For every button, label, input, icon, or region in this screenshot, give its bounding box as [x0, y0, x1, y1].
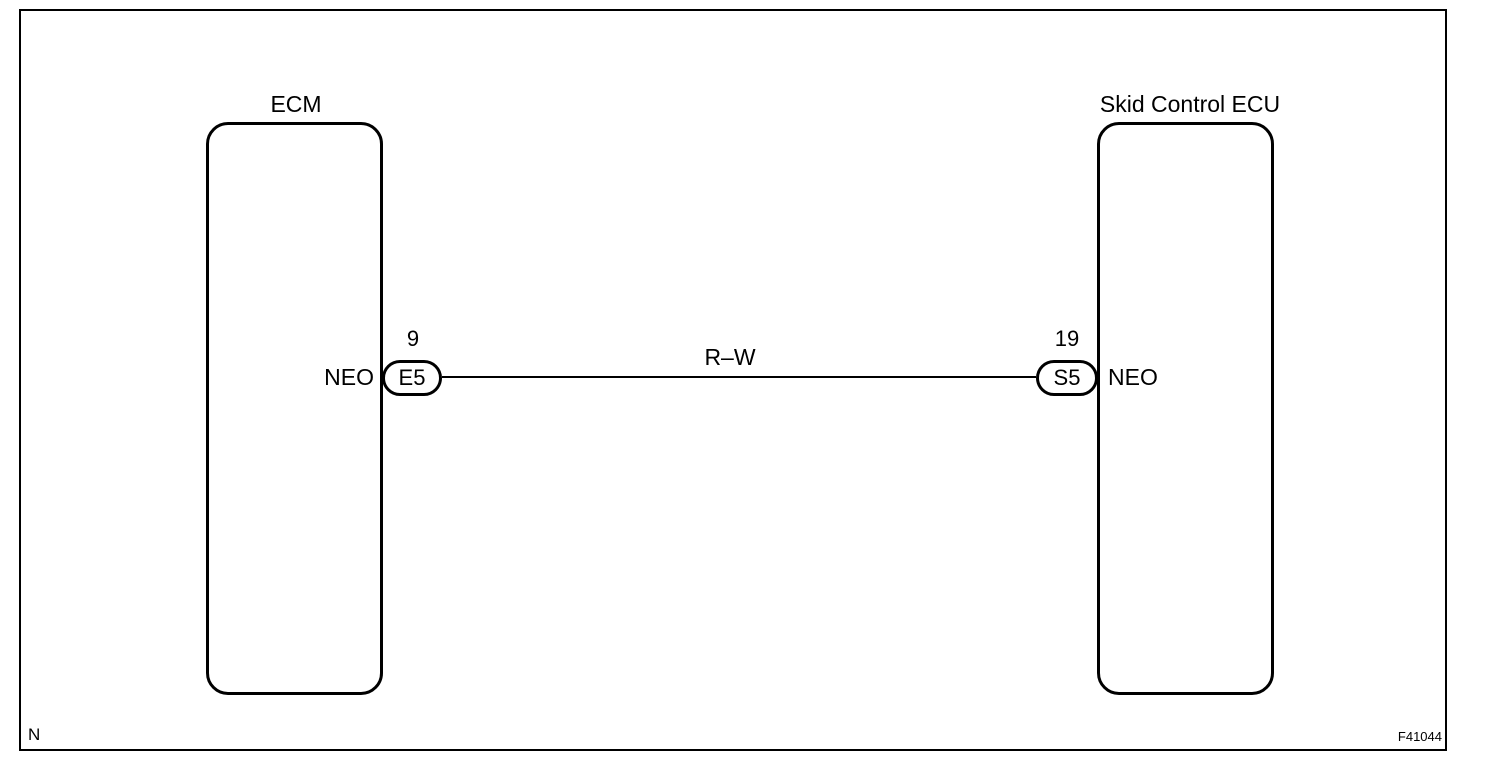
ecm-title: ECM: [270, 91, 322, 117]
figure-id: F41044: [1397, 729, 1442, 744]
skid-ecu-title: Skid Control ECU: [1099, 91, 1281, 117]
ecm-signal-label: NEO: [324, 364, 374, 390]
skid-ecu-connector-s5: S5: [1036, 360, 1098, 396]
skid-ecu-signal-label: NEO: [1108, 364, 1158, 390]
ecm-connector-e5: E5: [382, 360, 442, 396]
signal-wire: [442, 376, 1036, 378]
corner-mark: N: [28, 725, 41, 744]
skid-ecu-module-box: [1097, 122, 1274, 695]
diagram-frame: [19, 9, 1447, 751]
wire-color-code: R–W: [704, 344, 756, 370]
skid-ecu-pin-number: 19: [1054, 326, 1080, 351]
ecm-pin-number: 9: [406, 326, 420, 351]
ecm-module-box: [206, 122, 383, 695]
